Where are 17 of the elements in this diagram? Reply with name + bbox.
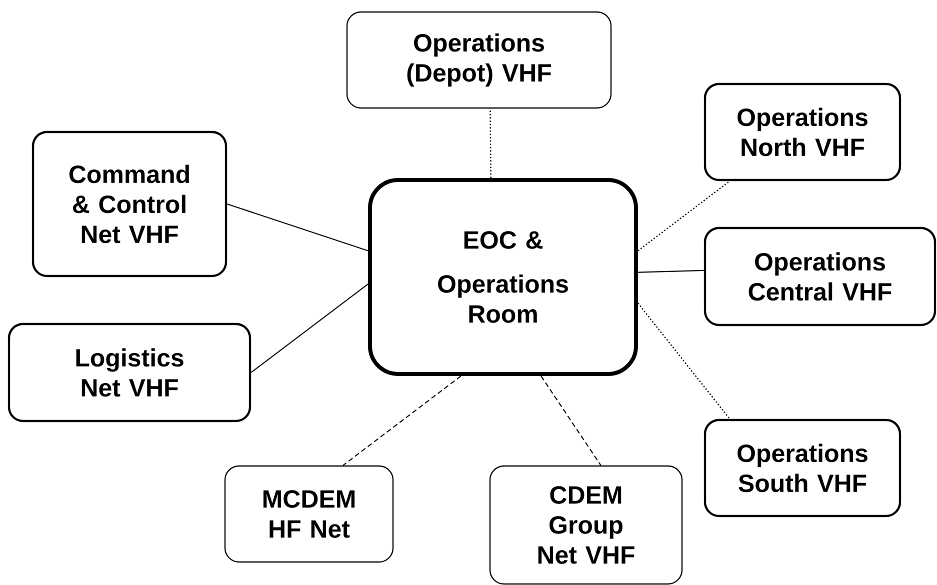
dotted-line — [638, 180, 730, 252]
hub-box: EOC & Operations Room — [368, 178, 638, 376]
dashed-line — [342, 376, 462, 466]
network-box: Command & Control Net VHF — [32, 130, 228, 278]
network-box: Operations Central VHF — [704, 226, 936, 326]
dotted-line — [638, 302, 730, 420]
connector-line — [638, 270, 704, 273]
dashed-line — [540, 376, 602, 466]
network-box: Logistics Net VHF — [8, 322, 252, 422]
network-box: Operations South VHF — [704, 418, 902, 518]
network-box: Operations North VHF — [704, 82, 902, 182]
connector-line — [250, 284, 368, 373]
network-box: CDEM Group Net VHF — [489, 465, 683, 585]
network-box: MCDEM HF Net — [224, 465, 394, 563]
network-box: Operations (Depot) VHF — [346, 11, 612, 109]
connector-line — [226, 203, 368, 252]
dotted-line — [490, 108, 492, 178]
